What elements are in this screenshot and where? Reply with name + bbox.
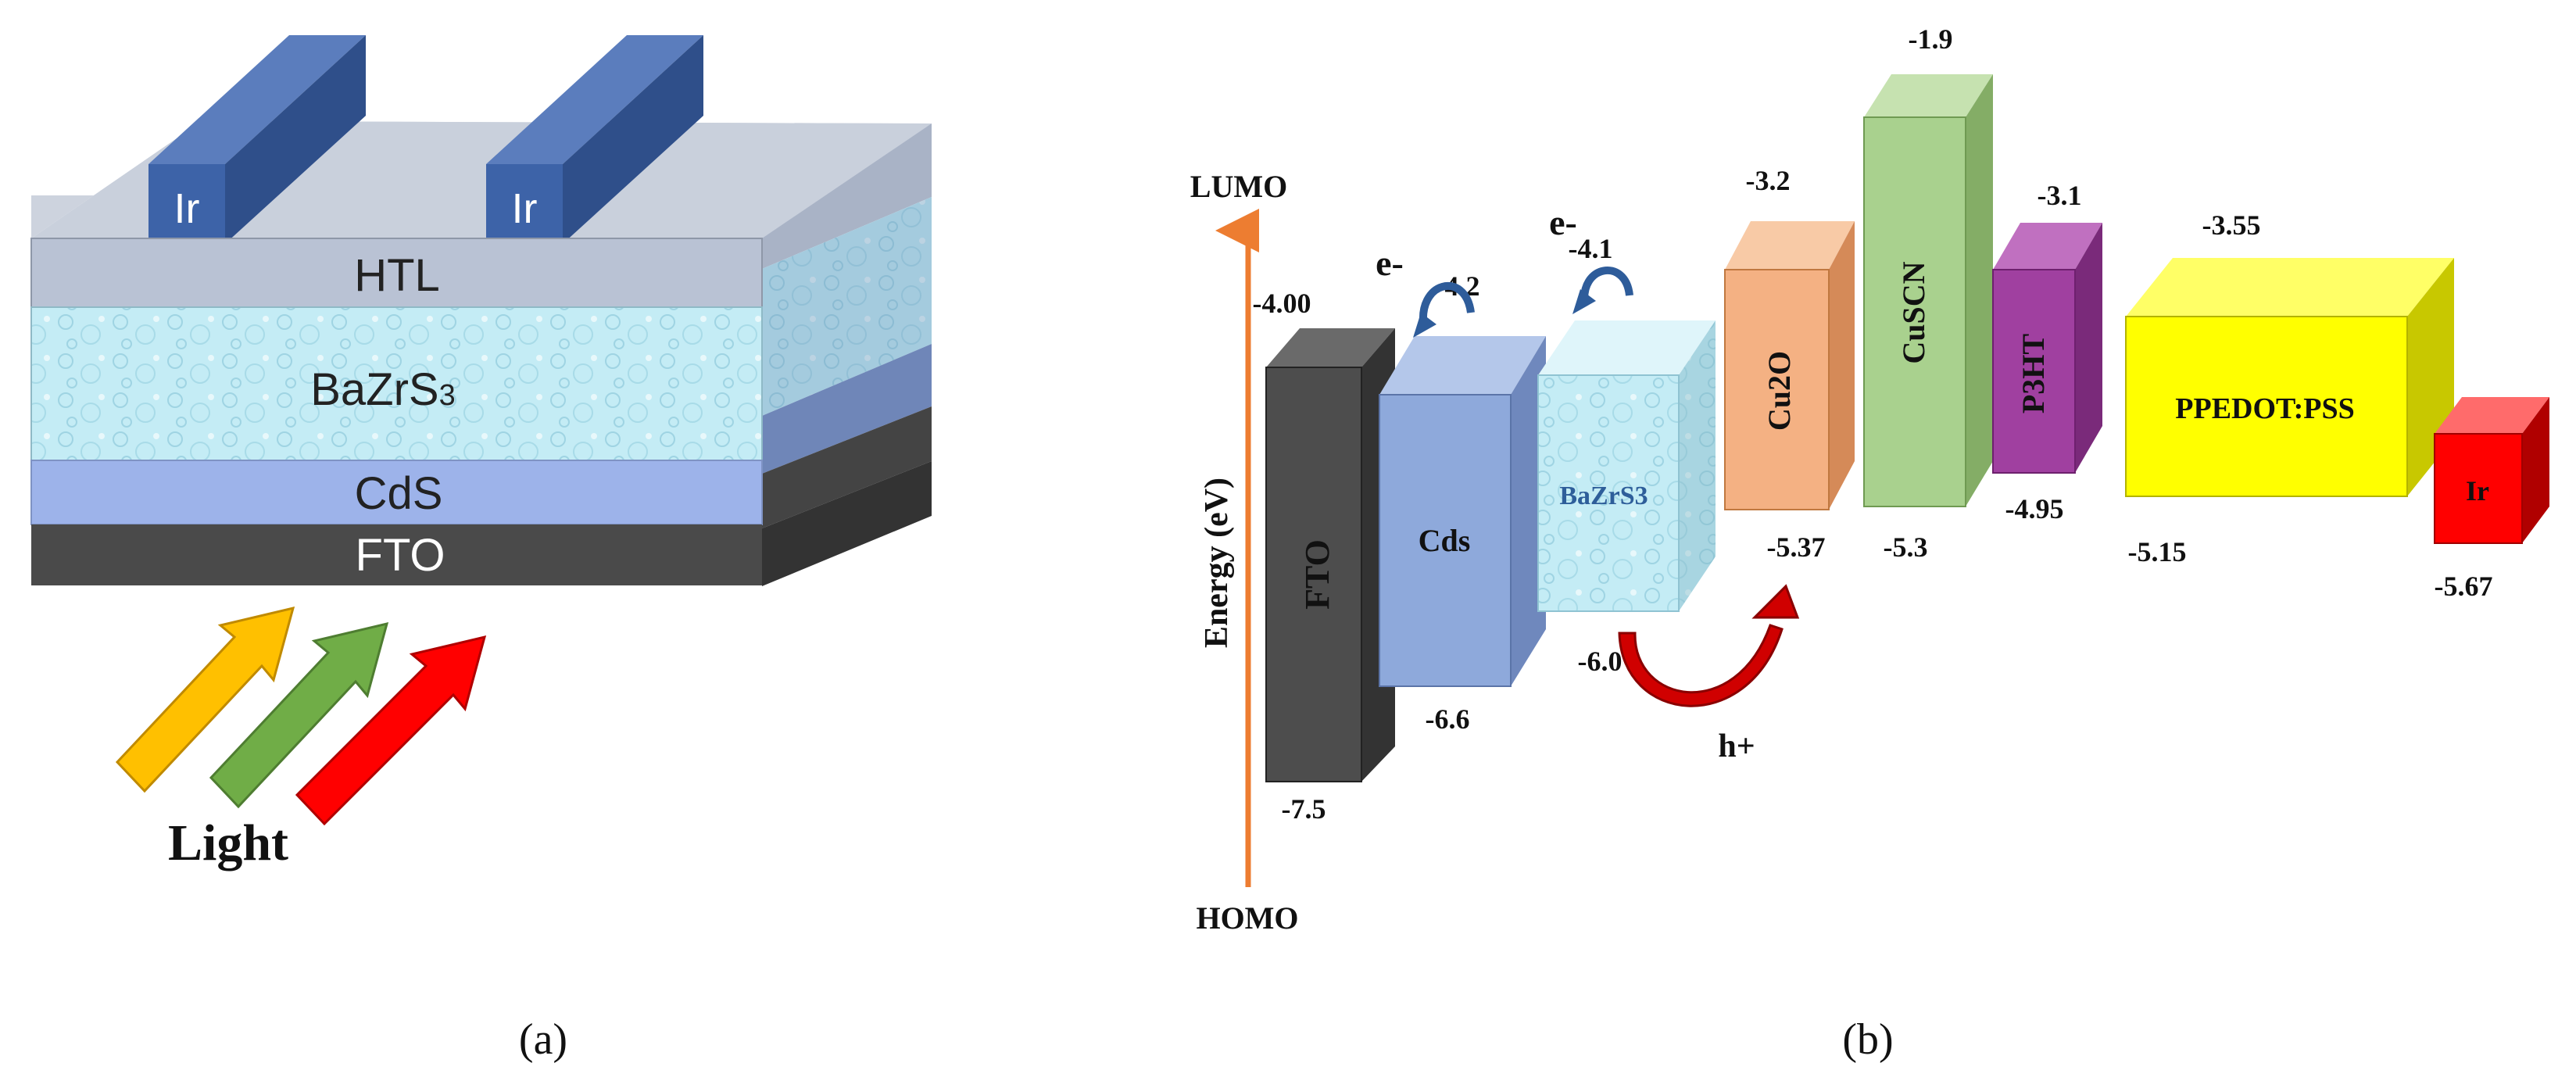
block-fto-label: FTO	[1298, 539, 1336, 610]
layer-htl-label: HTL	[354, 250, 440, 301]
layer-fto	[31, 524, 762, 585]
block-p3ht-label: P3HT	[2016, 334, 2051, 414]
block-ppedot-pss: PPEDOT:PSS	[2125, 258, 2454, 497]
electrode-left: Ir	[148, 35, 366, 244]
block-cds-label: Cds	[1419, 523, 1471, 558]
electrode-right: Ir	[486, 35, 703, 244]
light-arrow-green	[209, 621, 389, 809]
layer-cds-label: CdS	[355, 468, 443, 519]
block-bazrs3-label: BaZrS3	[1559, 481, 1648, 510]
light-arrows: Light	[115, 606, 487, 871]
block-cuscn-label: CuSCN	[1896, 261, 1931, 363]
cu2o-lumo-value: -3.2	[1746, 165, 1791, 196]
cu2o-homo-value: -5.37	[1767, 531, 1826, 563]
caption-b: (b)	[1842, 1015, 1893, 1064]
light-arrow-red	[295, 635, 487, 826]
block-bazrs3: BaZrS3	[1537, 320, 1716, 612]
caption-a: (a)	[519, 1015, 567, 1064]
panel-a-device-stack: Ir Ir HTL BaZrS3 CdS FTO	[30, 35, 932, 586]
electron-label-1: e-	[1376, 243, 1404, 283]
lumo-label: LUMO	[1190, 169, 1287, 204]
p3ht-homo-value: -4.95	[2005, 493, 2064, 524]
layer-absorber-label: BaZrS3	[310, 364, 456, 415]
layer-fto-label: FTO	[356, 530, 445, 581]
block-cu2o: Cu2O	[1724, 221, 1855, 510]
cds-homo-value: -6.6	[1426, 703, 1470, 735]
electrode-right-label: Ir	[512, 185, 538, 232]
hole-arrow: h+	[1618, 584, 1800, 764]
block-cuscn: CuSCN	[1863, 74, 1993, 507]
panel-b-band-diagram: LUMO HOMO Energy (eV) FTO Cds BaZrS3	[1190, 23, 2549, 936]
block-cu2o-label: Cu2O	[1762, 351, 1797, 431]
light-label: Light	[168, 814, 288, 871]
block-ppedot-pss-label: PPEDOT:PSS	[2175, 392, 2354, 425]
p3ht-lumo-value: -3.1	[2038, 180, 2082, 211]
bazrs3-homo-value: -6.0	[1578, 646, 1623, 677]
fto-lumo-value: -4.00	[1253, 288, 1311, 319]
homo-label: HOMO	[1196, 900, 1298, 936]
electron-arrow-1: e-	[1376, 243, 1475, 338]
cuscn-lumo-value: -1.9	[1909, 23, 1953, 55]
block-p3ht: P3HT	[1992, 223, 2102, 474]
hole-label: h+	[1718, 728, 1755, 764]
block-cds: Cds	[1379, 336, 1546, 687]
electron-arrow-2: e-	[1549, 202, 1633, 314]
block-fto: FTO	[1265, 328, 1395, 782]
layer-absorber	[30, 306, 763, 461]
block-ir: Ir	[2434, 397, 2549, 544]
ppedot-homo-value: -5.15	[2128, 536, 2187, 567]
ir-homo-value: -5.67	[2435, 571, 2493, 602]
bazrs3-lumo-value: -4.1	[1569, 233, 1613, 264]
energy-axis-label: Energy (eV)	[1199, 478, 1235, 648]
electron-label-2: e-	[1549, 202, 1577, 242]
light-arrow-yellow	[115, 606, 295, 793]
cuscn-homo-value: -5.3	[1884, 531, 1928, 563]
ppedot-lumo-value: -3.55	[2202, 209, 2261, 241]
block-ir-label: Ir	[2466, 475, 2489, 506]
electrode-left-label: Ir	[174, 185, 200, 232]
fto-homo-value: -7.5	[1282, 793, 1326, 825]
